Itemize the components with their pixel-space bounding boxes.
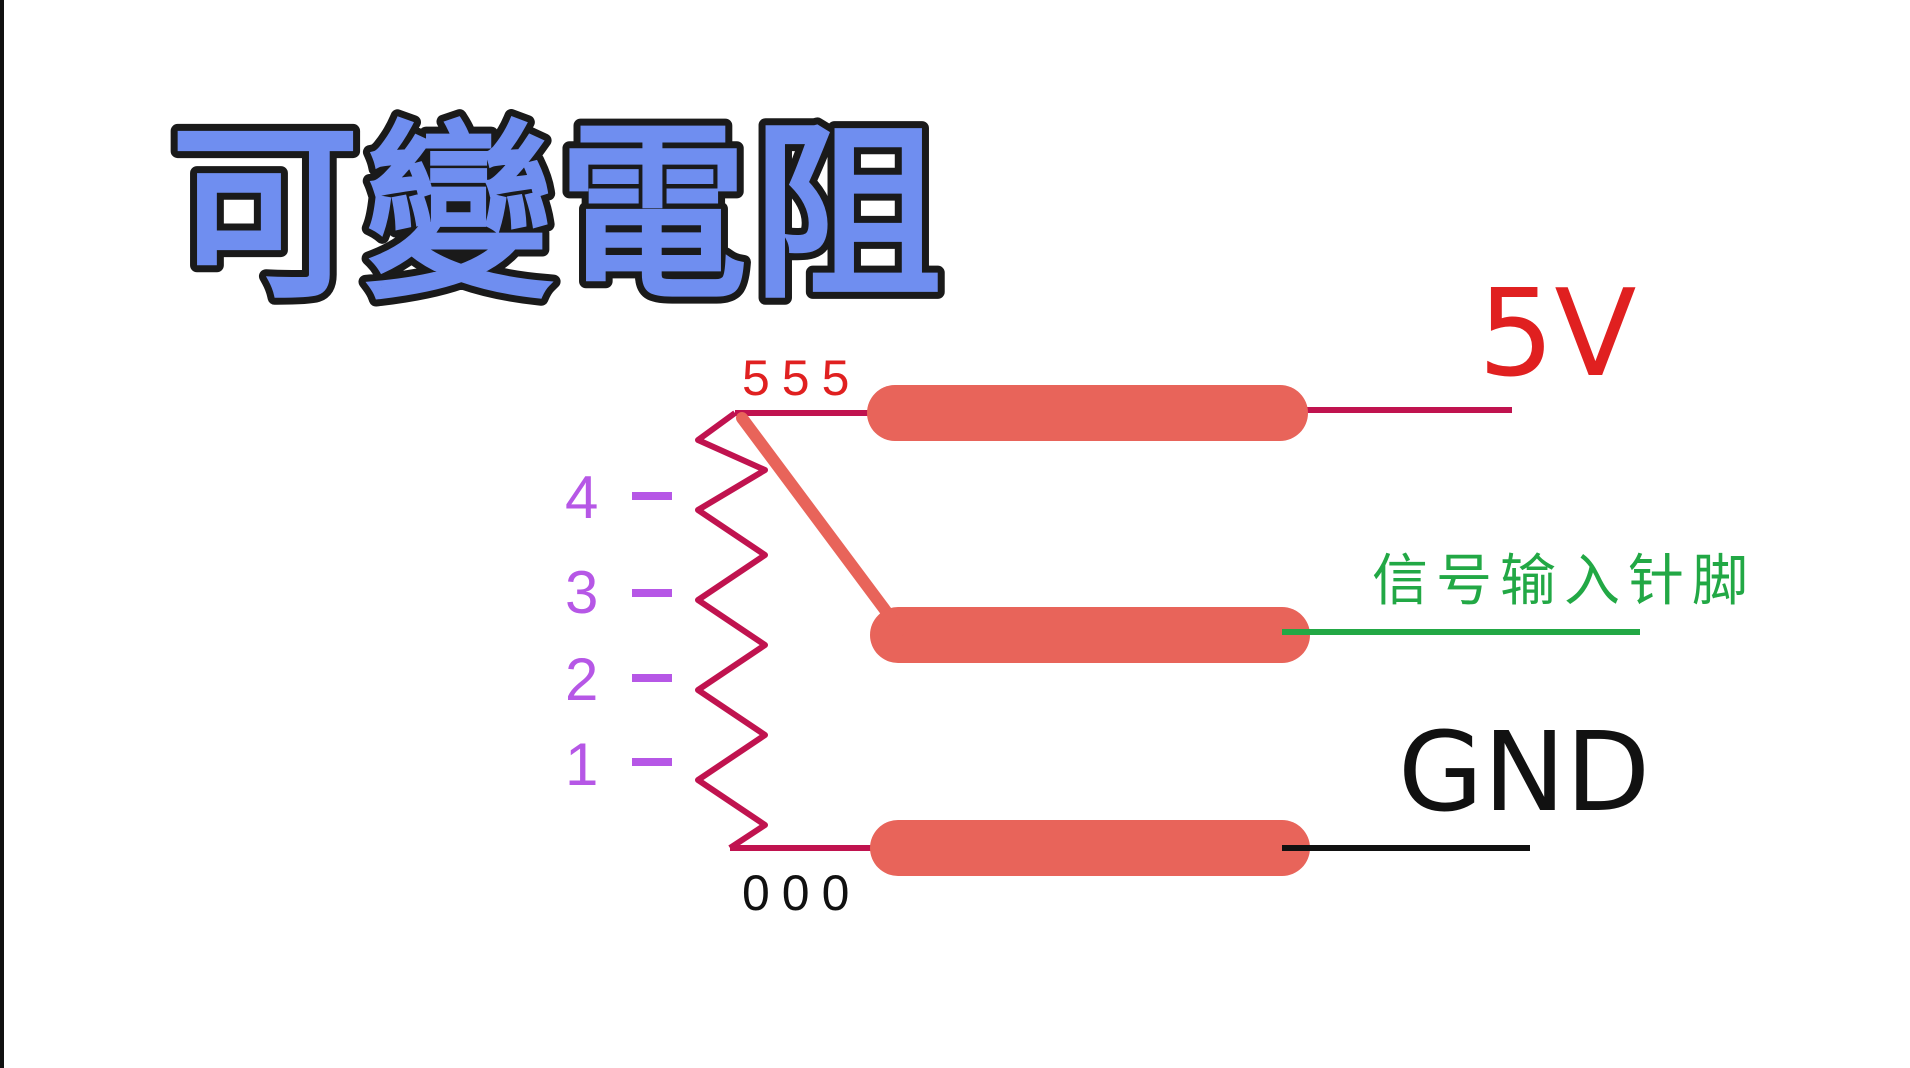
top-pin-numbers: 555 [742, 350, 861, 406]
level-label-1: 1 [565, 731, 598, 798]
left-border [0, 0, 4, 1068]
bottom-pin-numbers: 000 [742, 865, 861, 921]
vcc-label: 5V [1478, 265, 1636, 404]
page-title: 可變電阻 [170, 104, 946, 325]
wiper-line [736, 412, 906, 636]
level-label-2: 2 [565, 646, 598, 713]
level-label-4: 4 [565, 464, 598, 531]
resistor-zigzag [695, 410, 768, 851]
signal-label: 信号输入针脚 [1372, 549, 1756, 614]
level-label-3: 3 [565, 559, 598, 626]
ground-label: GND [1398, 708, 1650, 836]
